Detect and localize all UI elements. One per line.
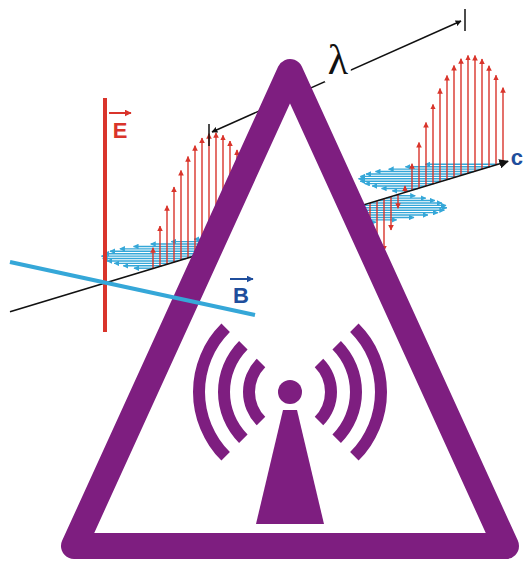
e-field-arrow (502, 88, 503, 163)
antenna-dot (278, 380, 302, 404)
e-field-arrow (432, 104, 433, 184)
e-field-arrow (187, 157, 188, 258)
e-field-arrow (495, 75, 496, 165)
b-field-line (10, 262, 255, 315)
b-field-arrow (365, 183, 434, 184)
e-field-arrow (173, 187, 174, 262)
b-field-arrow (359, 178, 450, 179)
radio-wave-arc (350, 323, 387, 460)
radio-wave-arc (218, 341, 248, 443)
radio-wave-arc (193, 323, 230, 460)
b-field-arrow (123, 265, 162, 266)
vector-arrow (230, 278, 253, 280)
b-field-arrow (370, 202, 442, 203)
e-field-arrow (467, 55, 468, 173)
dimension-line (212, 21, 461, 132)
e-field-arrow (152, 248, 153, 269)
e-field-arrow (460, 59, 461, 176)
wavelength-dimension (209, 9, 465, 146)
b-field-arrow (362, 205, 446, 206)
dimension-tick (464, 9, 466, 31)
b-field-arrow (372, 185, 426, 186)
e-field-arrow (411, 164, 412, 190)
electric-field-label: E (110, 119, 131, 143)
b-field-arrow (102, 255, 194, 256)
b-field-arrow (375, 171, 474, 172)
e-field-arrow (488, 66, 489, 167)
e-field-arrow (481, 59, 482, 169)
b-field-arrow (354, 207, 447, 208)
e-field-line (103, 98, 107, 332)
e-field-arrow (453, 66, 454, 178)
e-field-arrow (418, 143, 419, 189)
b-field-arrow (378, 200, 435, 201)
e-field-arrow (425, 123, 426, 187)
b-field-arrow (114, 263, 170, 264)
b-field-arrow (360, 176, 458, 177)
e-field-arrow (166, 206, 167, 265)
speed-of-light-label: c (508, 146, 526, 170)
e-field-arrow (446, 76, 447, 180)
b-field-arrow (360, 181, 442, 182)
e-field-arrow (397, 195, 398, 209)
radio-wave-arc (243, 359, 265, 425)
radio-wave-arc (332, 341, 362, 443)
e-field-arrow (383, 199, 384, 251)
vector-arrow (109, 112, 131, 114)
b-field-arrow (366, 173, 466, 174)
warning-triangle (74, 72, 506, 546)
e-field-arrow (390, 197, 391, 230)
wavelength-label: λ (325, 38, 351, 82)
radio-wave-arc (315, 359, 337, 425)
e-field-arrow (474, 56, 475, 172)
radiation-symbol (193, 323, 387, 524)
antenna-mast (256, 410, 324, 524)
magnetic-field-label: B (230, 284, 252, 308)
dimension-tick (208, 124, 210, 146)
e-field-arrow (194, 146, 195, 256)
e-field-arrow (159, 226, 160, 266)
e-field-arrow (180, 170, 181, 260)
b-field-arrow (386, 197, 426, 198)
e-field-arrow (439, 89, 440, 182)
